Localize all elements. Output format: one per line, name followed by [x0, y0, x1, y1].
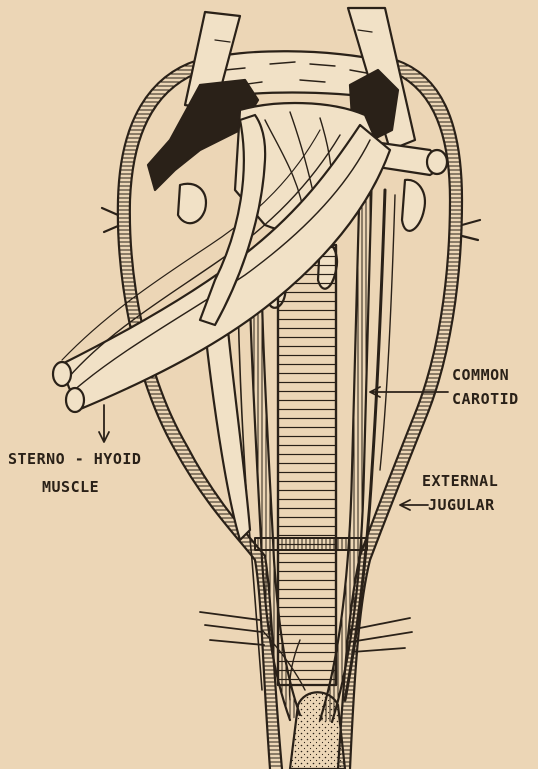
sterno-hyoid-leader [99, 405, 109, 442]
external-jugular-leader [400, 500, 428, 510]
common-carotid-label-line2: CAROTID [452, 392, 519, 407]
sterno-hyoid-label-line1: STERNO - HYOID [8, 452, 141, 467]
thyroid-isthmus [255, 538, 367, 550]
left-vein-branch [102, 208, 118, 232]
left-subclavian-branches [200, 612, 264, 645]
sterno-hyoid-label-line2: MUSCLE [42, 480, 99, 495]
right-node [402, 180, 425, 231]
common-carotid-label-line1: COMMON [452, 368, 509, 383]
external-jugular-label-line1: EXTERNAL [422, 474, 498, 489]
right-vein-branch [462, 220, 480, 240]
left-node-upper [178, 184, 206, 223]
trachea [278, 245, 336, 685]
external-jugular-label-line2: JUGULAR [428, 498, 495, 513]
sternum [290, 692, 345, 769]
